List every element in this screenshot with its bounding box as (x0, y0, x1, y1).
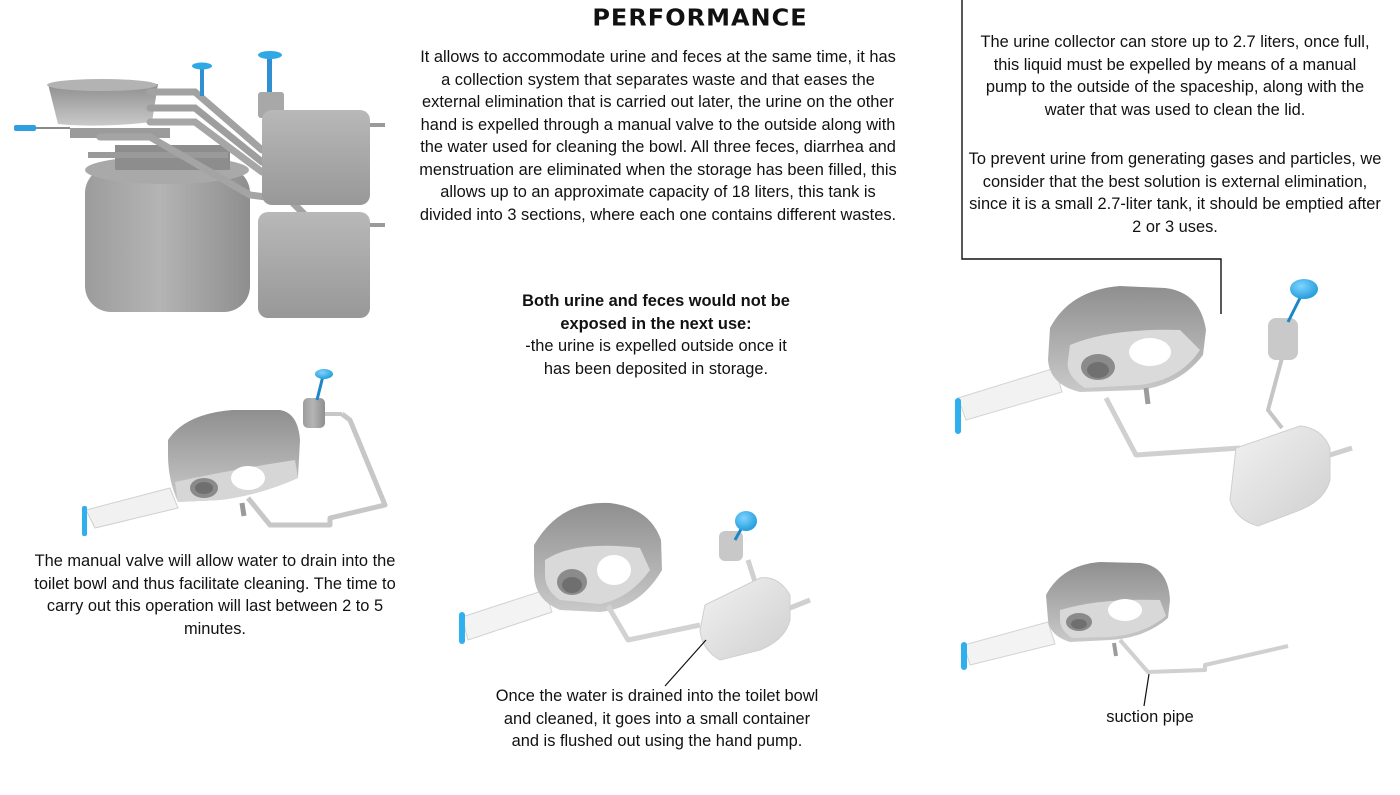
container-callout-line (664, 639, 707, 687)
urine-collector-note-1: The urine collector can store up to 2.7 … (980, 33, 1370, 119)
urine-collector-note-2: To prevent urine from generating gases a… (968, 150, 1382, 236)
page-title: PERFORMANCE (592, 4, 808, 32)
exposure-note-body: -the urine is expelled outside once it h… (525, 337, 787, 378)
exposure-note-heading: Both urine and feces would not be expose… (522, 292, 790, 333)
bowl-with-suction-pipe-render (961, 562, 1289, 674)
bowl-with-pump-render (82, 369, 388, 536)
full-assembly-render (14, 51, 385, 318)
valve-note: The manual valve will allow water to dra… (34, 552, 396, 638)
suction-pipe-label: suction pipe (1106, 708, 1194, 726)
bowl-with-container-render (459, 502, 811, 661)
container-note: Once the water is drained into the toile… (495, 687, 819, 750)
main-description: It allows to accommodate urine and feces… (419, 48, 897, 224)
callout-frame-line (961, 0, 1222, 314)
exposure-note: Both urine and feces would not be expose… (520, 290, 792, 380)
suction-pipe-callout-line (1143, 673, 1150, 707)
bowl-with-urine-tank-render (955, 279, 1353, 527)
